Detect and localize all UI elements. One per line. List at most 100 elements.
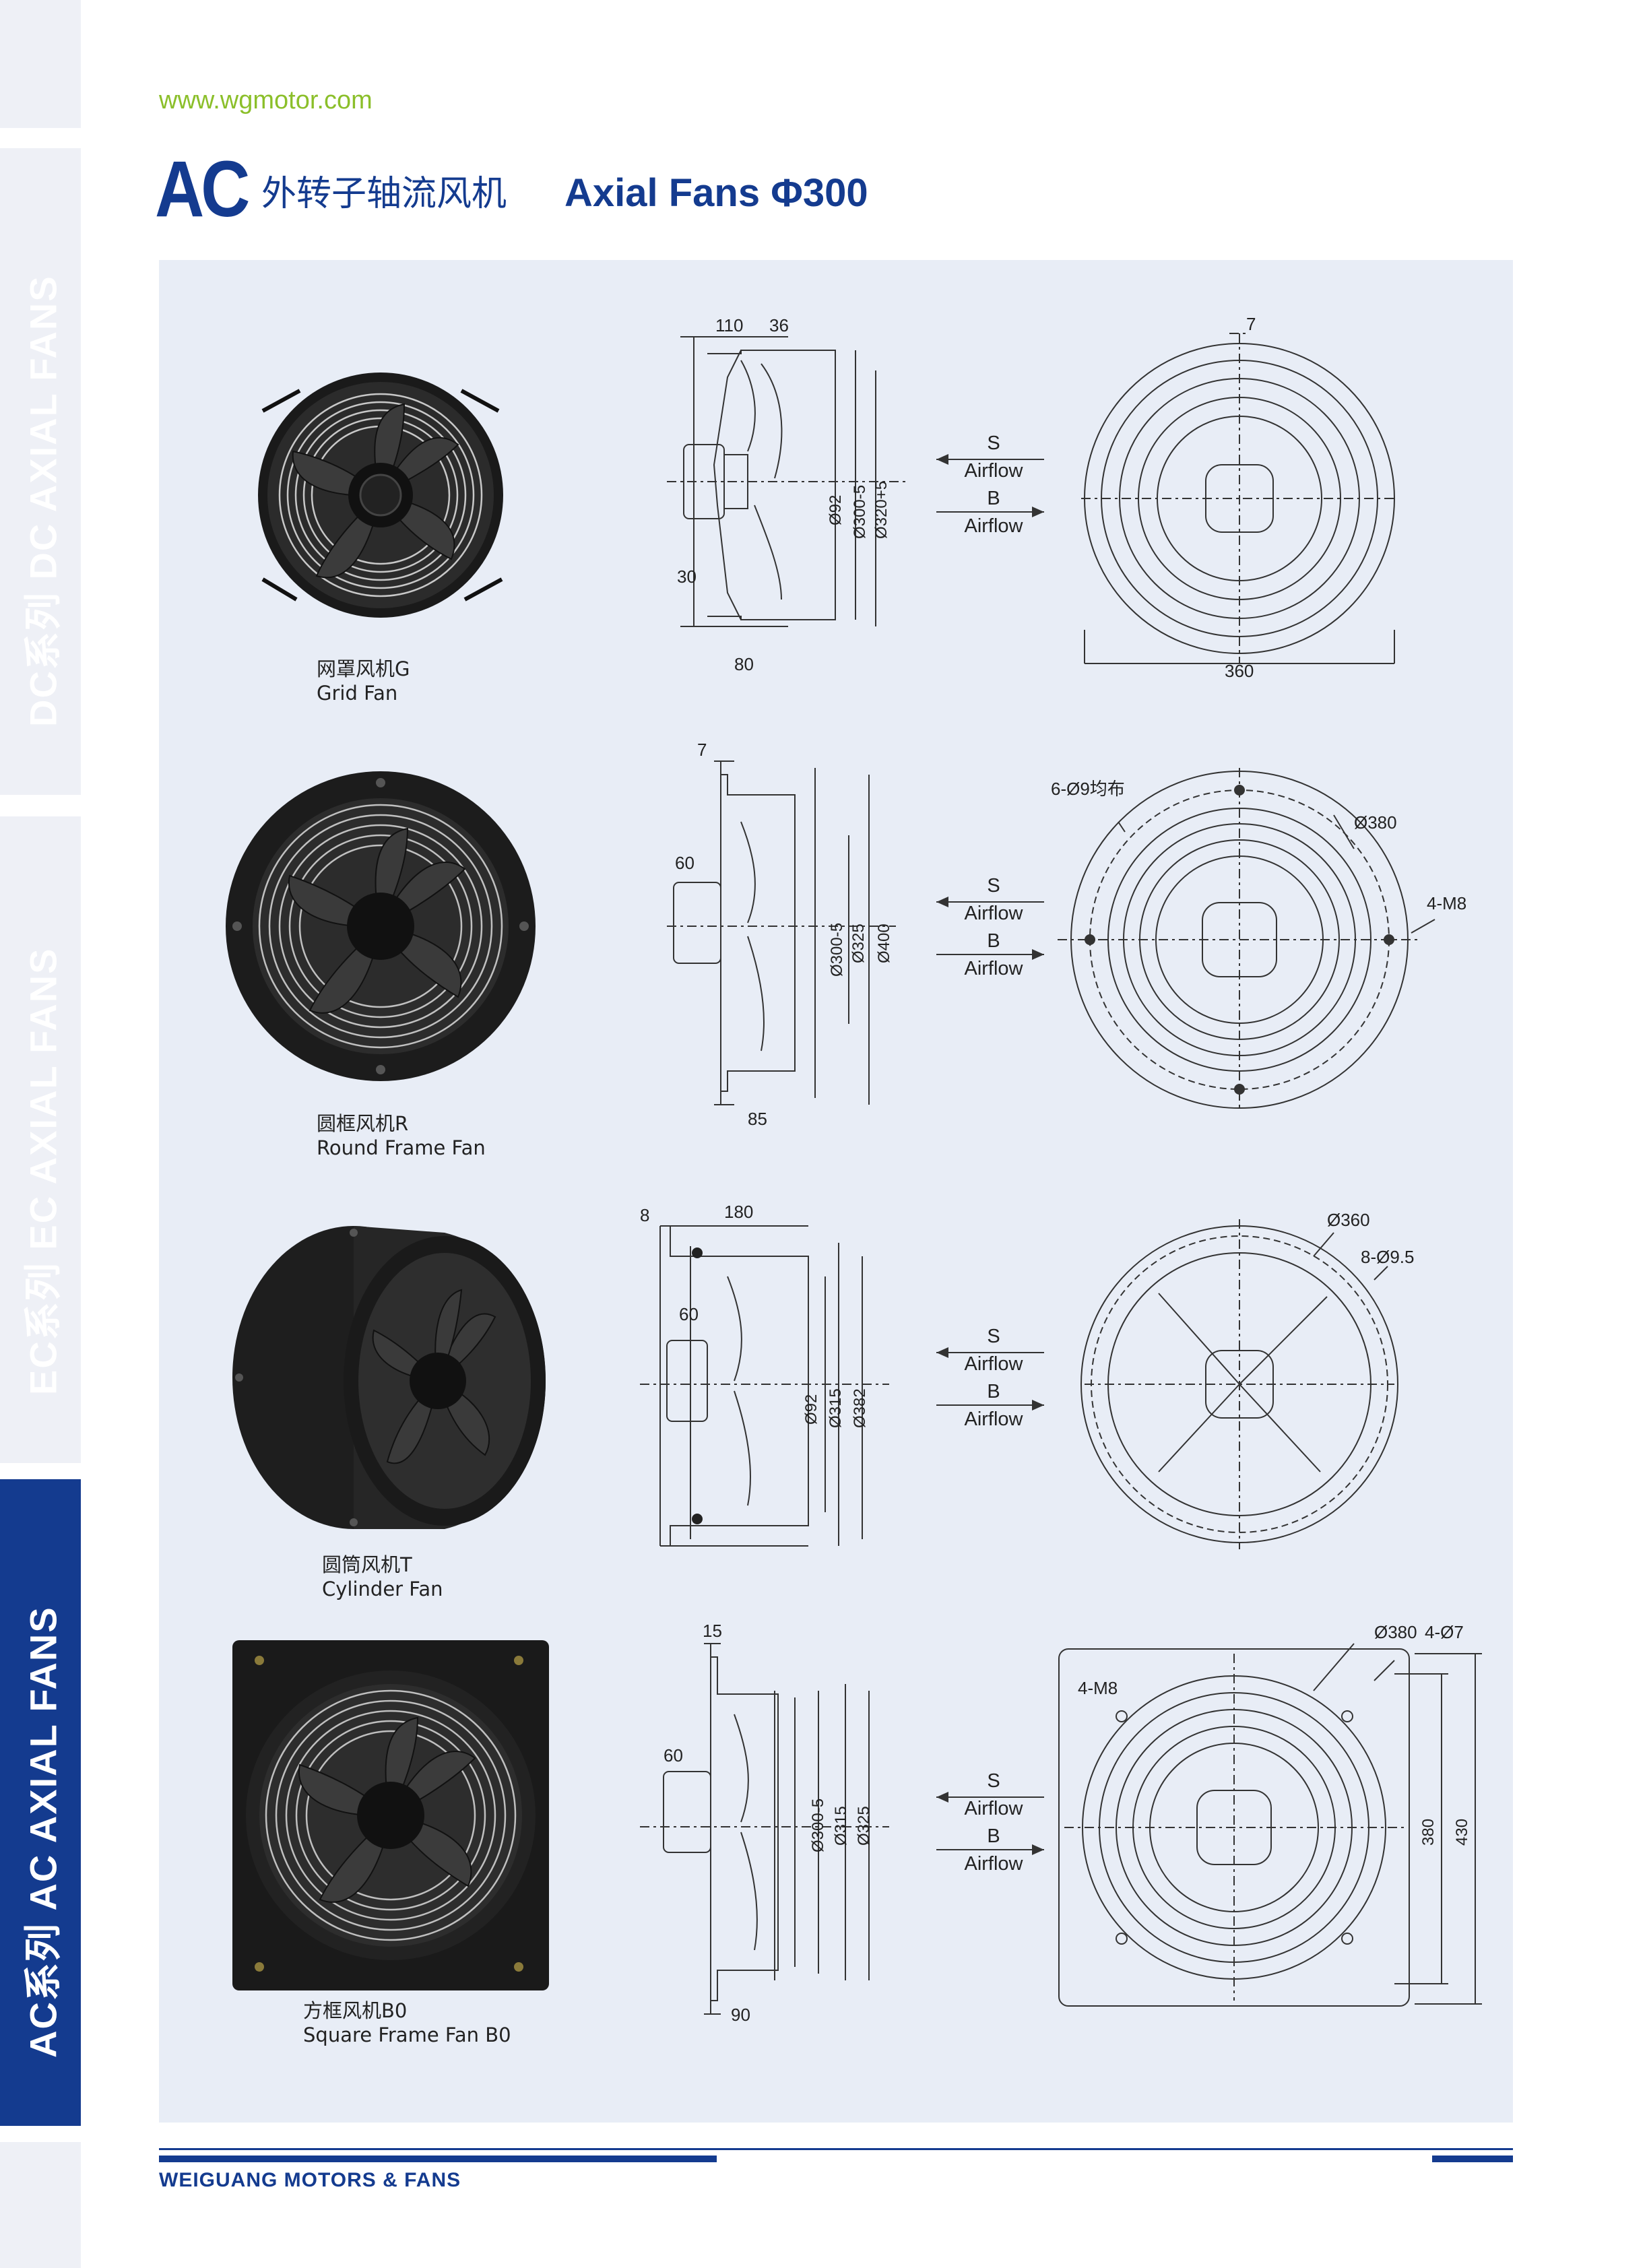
cylinder-dim-top1: 180 bbox=[724, 1202, 753, 1222]
airflow-b-text: Airflow bbox=[964, 1408, 1023, 1430]
grid-fan-caption: 网罩风机G Grid Fan bbox=[317, 657, 410, 706]
grid-dim-d3: Ø320+5 bbox=[872, 481, 891, 539]
square-front-h2: 430 bbox=[1453, 1819, 1471, 1846]
page-title-cn: 外转子轴流风机 bbox=[261, 174, 507, 214]
side-tab-ac[interactable]: AC系列 AC AXIAL FANS bbox=[0, 1479, 81, 2126]
airflow-b-text: Airflow bbox=[964, 958, 1023, 979]
round-frame-fan-photo bbox=[226, 771, 536, 1081]
round-dim-top: 7 bbox=[697, 740, 707, 760]
square-dim-d2: Ø315 bbox=[832, 1806, 850, 1846]
side-tab-blank-bottom bbox=[0, 2142, 81, 2268]
square-front-h1: 380 bbox=[1419, 1819, 1438, 1846]
round-dim-d3: Ø400 bbox=[875, 924, 893, 963]
square-dim-d1: Ø300-5 bbox=[809, 1799, 827, 1852]
round-dim-d2: Ø325 bbox=[849, 924, 868, 963]
cylinder-front-holes: 8-Ø9.5 bbox=[1361, 1247, 1415, 1267]
square-frame-fan-front-drawing: 4-M8 Ø380 4-Ø7 380 430 bbox=[1058, 1622, 1482, 2007]
cylinder-dim-d1: Ø92 bbox=[802, 1394, 820, 1425]
round-frame-fan-front-drawing: 6-Ø9均布 Ø380 4-M8 bbox=[1051, 768, 1466, 1111]
round-airflow-arrows bbox=[936, 897, 1044, 960]
cylinder-fan-name-cn: 圆筒风机T bbox=[322, 1553, 412, 1576]
grid-fan-photo bbox=[258, 372, 503, 618]
round-frame-fan-side-drawing: 7 60 85 Ø300-5 Ø325 Ø400 bbox=[667, 740, 896, 1129]
footer-brand: WEIGUANG MOTORS & FANS bbox=[159, 2169, 461, 2191]
cylinder-dim-left: 60 bbox=[679, 1304, 699, 1324]
airflow-s-text: Airflow bbox=[964, 1798, 1023, 1819]
square-dim-left: 60 bbox=[664, 1745, 683, 1765]
footer-divider bbox=[159, 2148, 1513, 2150]
round-front-screws: 4-M8 bbox=[1427, 893, 1466, 913]
footer-bar-right bbox=[1432, 2156, 1513, 2162]
side-tab-dc[interactable]: DC系列 DC AXIAL FANS bbox=[0, 148, 81, 795]
square-airflow-arrows bbox=[936, 1792, 1044, 1855]
cylinder-airflow-arrows bbox=[936, 1347, 1044, 1411]
footer-bar-left bbox=[159, 2156, 717, 2162]
grid-airflow-legend: S Airflow B Airflow bbox=[936, 430, 1051, 540]
cylinder-fan-front-drawing: Ø360 8-Ø9.5 bbox=[1080, 1210, 1415, 1549]
square-dim-d3: Ø325 bbox=[855, 1806, 873, 1846]
grid-airflow-arrows bbox=[936, 454, 1044, 517]
cylinder-front-circle: Ø360 bbox=[1327, 1210, 1370, 1230]
cylinder-dim-top0: 8 bbox=[640, 1205, 649, 1225]
cylinder-dim-d3: Ø382 bbox=[851, 1388, 869, 1428]
grid-dim-top2: 36 bbox=[769, 315, 789, 335]
square-frame-fan-name-en: Square Frame Fan B0 bbox=[303, 2023, 511, 2047]
square-frame-fan-side-drawing: 15 60 90 Ø300-5 Ø315 Ø325 bbox=[640, 1621, 889, 2025]
grid-dim-d2: Ø300-5 bbox=[851, 485, 869, 539]
square-frame-fan-caption: 方框风机B0 Square Frame Fan B0 bbox=[303, 1999, 511, 2048]
round-frame-fan-name-cn: 圆框风机R bbox=[317, 1112, 409, 1135]
grid-dim-top1: 110 bbox=[715, 315, 743, 335]
airflow-s-label: S bbox=[987, 875, 1000, 897]
side-tab-ec[interactable]: EC系列 EC AXIAL FANS bbox=[0, 816, 81, 1463]
square-front-circle: Ø380 bbox=[1374, 1622, 1417, 1642]
grid-fan-name-cn: 网罩风机G bbox=[317, 657, 410, 680]
cylinder-fan-caption: 圆筒风机T Cylinder Fan bbox=[322, 1553, 443, 1602]
airflow-s-text: Airflow bbox=[964, 903, 1023, 924]
airflow-s-text: Airflow bbox=[964, 460, 1023, 482]
square-frame-fan-photo bbox=[232, 1640, 549, 1990]
square-frame-fan-name-cn: 方框风机B0 bbox=[303, 1999, 408, 2022]
grid-dim-bottom: 80 bbox=[734, 654, 754, 674]
side-tab-ac-label: AC系列 AC AXIAL FANS bbox=[22, 1606, 65, 2058]
page-title-en: Axial Fans Φ300 bbox=[564, 171, 868, 215]
round-airflow-legend: S Airflow B Airflow bbox=[936, 872, 1051, 983]
round-front-circle: Ø380 bbox=[1354, 812, 1397, 833]
cylinder-fan-name-en: Cylinder Fan bbox=[322, 1578, 443, 1601]
round-dim-bottom: 85 bbox=[748, 1109, 767, 1129]
side-tab-dc-label: DC系列 DC AXIAL FANS bbox=[22, 275, 65, 727]
round-front-holes: 6-Ø9均布 bbox=[1051, 779, 1125, 799]
round-dim-d1: Ø300-5 bbox=[828, 923, 846, 977]
cylinder-dim-d2: Ø315 bbox=[827, 1388, 845, 1428]
airflow-s-label: S bbox=[987, 1326, 1000, 1347]
cylinder-fan-side-drawing: 8 180 60 Ø92 Ø315 Ø382 bbox=[640, 1202, 889, 1547]
website-url[interactable]: www.wgmotor.com bbox=[159, 86, 373, 115]
side-tab-blank-top bbox=[0, 0, 81, 128]
round-frame-fan-name-en: Round Frame Fan bbox=[317, 1136, 486, 1160]
grid-dim-left: 30 bbox=[677, 566, 697, 587]
grid-fan-name-en: Grid Fan bbox=[317, 682, 398, 705]
side-tab-ec-label: EC系列 EC AXIAL FANS bbox=[22, 947, 65, 1395]
grid-front-dim-bottom: 360 bbox=[1225, 661, 1254, 681]
airflow-s-label: S bbox=[987, 1770, 1000, 1792]
round-frame-fan-caption: 圆框风机R Round Frame Fan bbox=[317, 1111, 486, 1161]
airflow-s-text: Airflow bbox=[964, 1353, 1023, 1375]
square-dim-bottom: 90 bbox=[731, 2005, 750, 2025]
airflow-s-label: S bbox=[987, 432, 1000, 454]
square-front-holes: 4-Ø7 bbox=[1425, 1622, 1464, 1642]
airflow-b-label: B bbox=[987, 930, 1000, 952]
airflow-b-text: Airflow bbox=[964, 515, 1023, 537]
airflow-b-label: B bbox=[987, 1825, 1000, 1847]
square-airflow-legend: S Airflow B Airflow bbox=[936, 1768, 1051, 1878]
ac-logo: AC bbox=[155, 145, 250, 234]
grid-fan-side-drawing: 110 36 30 80 Ø92 Ø300-5 Ø320+5 bbox=[667, 315, 909, 674]
grid-dim-d1: Ø92 bbox=[827, 495, 845, 525]
grid-front-dim-top: 7 bbox=[1246, 314, 1256, 334]
grid-fan-front-drawing: 7 360 bbox=[1081, 314, 1398, 681]
square-front-screws: 4-M8 bbox=[1078, 1678, 1118, 1698]
round-dim-left: 60 bbox=[675, 853, 695, 873]
airflow-b-label: B bbox=[987, 1381, 1000, 1402]
square-dim-top: 15 bbox=[703, 1621, 722, 1641]
airflow-b-text: Airflow bbox=[964, 1853, 1023, 1875]
cylinder-fan-photo bbox=[232, 1226, 546, 1529]
